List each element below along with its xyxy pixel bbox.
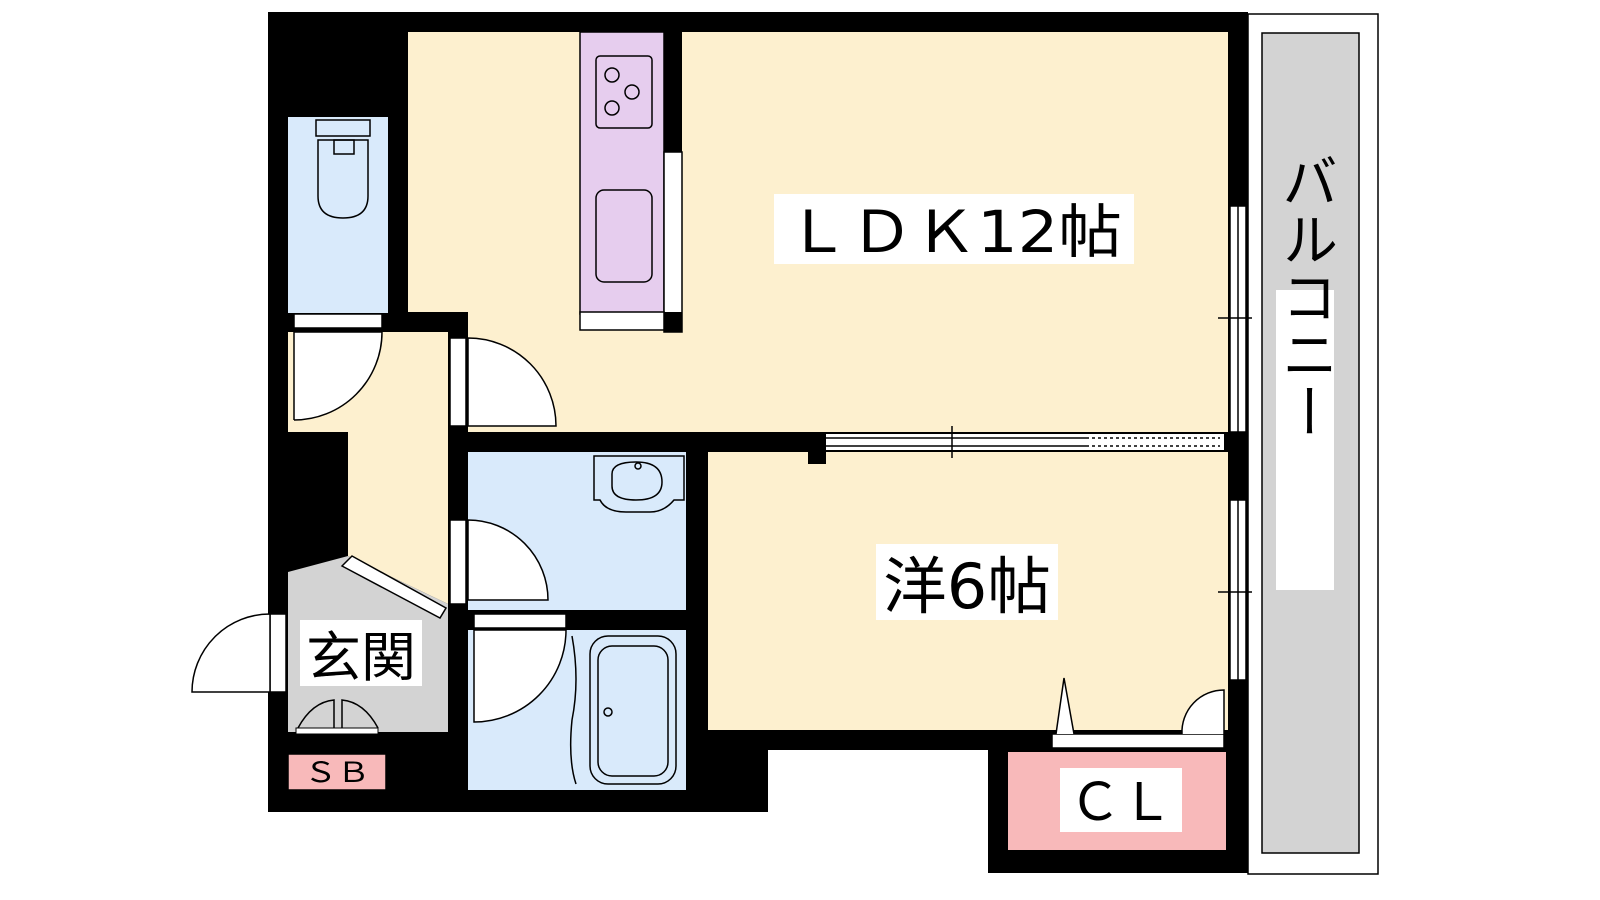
sliding-door <box>808 426 1224 464</box>
window-ldk <box>1218 205 1252 433</box>
window-western <box>1218 499 1252 681</box>
toilet-room <box>288 117 388 313</box>
shoe-box <box>287 727 387 791</box>
shoe-box-door-icon <box>297 699 379 729</box>
balcony-label-bg <box>1276 290 1334 590</box>
kitchen-sink-icon <box>595 189 653 283</box>
closet-door-swing-icon <box>1181 689 1225 735</box>
stove-icon <box>595 55 653 129</box>
entrance-label: 玄関 <box>306 626 416 689</box>
entrance-door <box>191 613 287 693</box>
kitchen-counter <box>579 31 683 333</box>
ldk-label-bg <box>774 194 1134 264</box>
bathtub-icon <box>569 635 677 785</box>
hall-door <box>340 555 448 619</box>
closet-label-bg <box>1060 768 1182 832</box>
balcony-label: バルコニー <box>1273 152 1338 440</box>
western-label-bg <box>876 544 1058 620</box>
toilet-door <box>293 313 383 421</box>
ldk-door <box>449 337 557 427</box>
balcony <box>1247 13 1379 875</box>
bathroom-door <box>473 613 567 723</box>
ldk-label: ＬＤＫ12帖 <box>786 198 1122 266</box>
washroom-door <box>449 519 549 605</box>
closet-label: ＣＬ <box>1069 773 1173 833</box>
entrance-label-bg <box>300 620 422 686</box>
shoe-box-label: ＳＢ <box>304 756 370 789</box>
western-room-label: 洋6帖 <box>883 550 1051 623</box>
wash-basin-icon <box>593 455 685 513</box>
closet-door-icon <box>1055 677 1075 735</box>
